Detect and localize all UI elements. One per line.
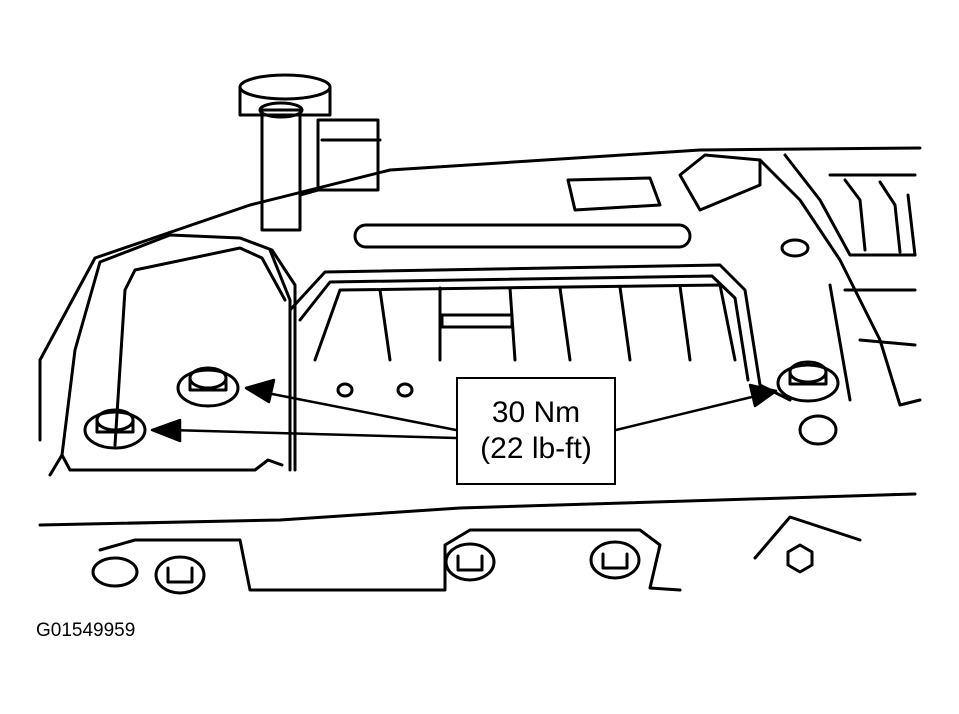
center-cover-plate xyxy=(288,153,810,402)
bolt-lower-left xyxy=(83,408,147,450)
lower-bolts xyxy=(91,414,838,595)
top-cylinder xyxy=(238,73,332,232)
torque-callout: 30 Nm (22 lb-ft) xyxy=(456,377,616,485)
torque-metric-label: 30 Nm xyxy=(491,396,581,429)
upper-mounting-plate xyxy=(48,233,297,477)
figure-id: G01549959 xyxy=(36,620,136,641)
callout-leaders xyxy=(150,378,778,443)
bolt-right xyxy=(776,360,840,403)
solenoid-bank xyxy=(313,283,737,362)
housing-outline xyxy=(38,146,922,592)
torque-imperial-label: (22 lb-ft) xyxy=(480,432,592,465)
connector-block xyxy=(298,118,382,197)
right-housing-section xyxy=(758,153,922,407)
bolt-upper-left xyxy=(176,366,240,408)
